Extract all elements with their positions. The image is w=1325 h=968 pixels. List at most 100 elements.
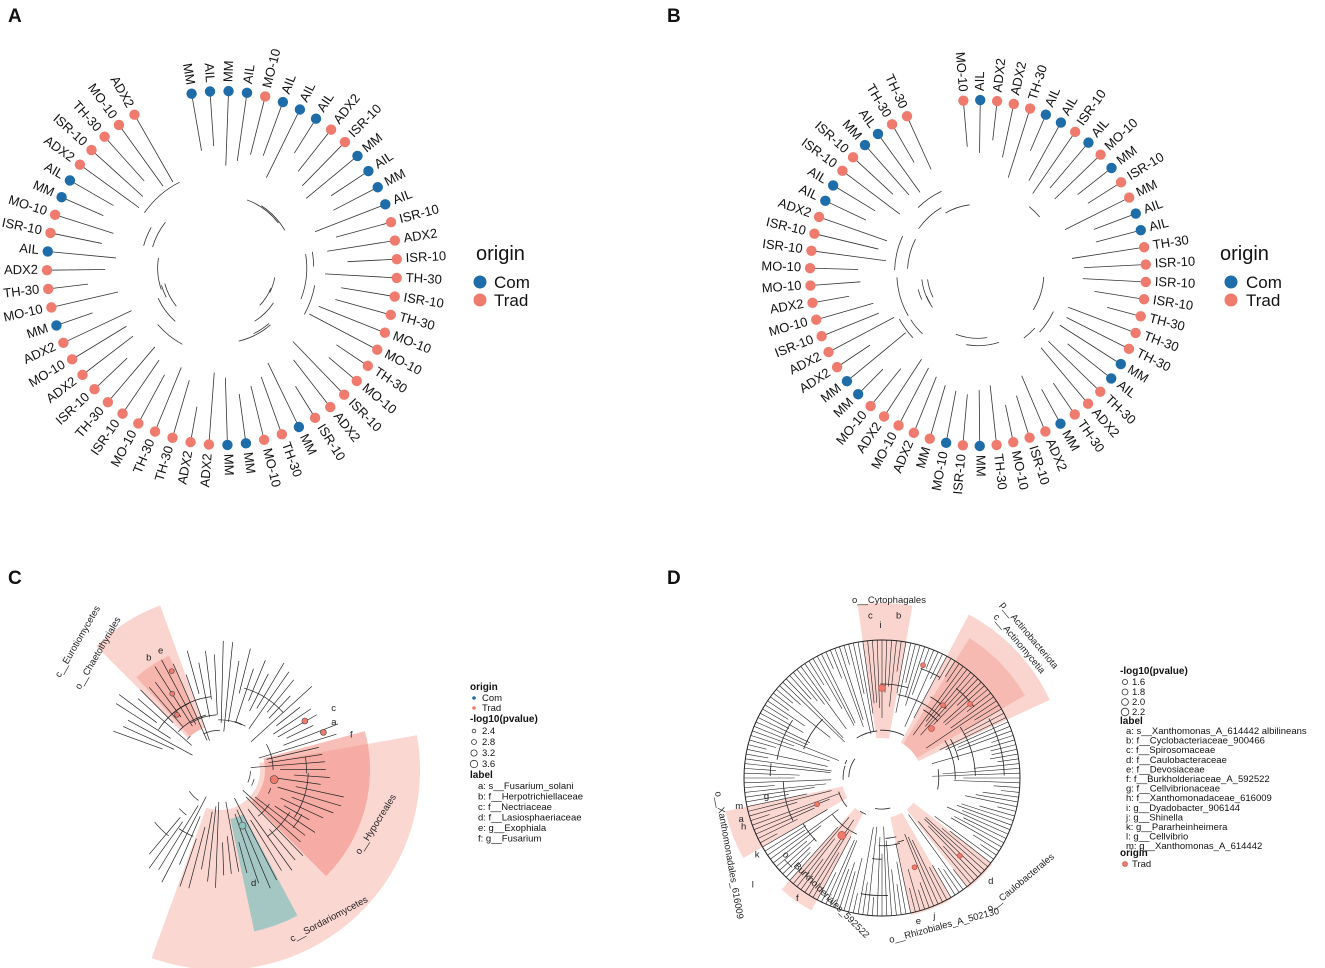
tree-arc xyxy=(161,285,167,298)
panel-letter-a: A xyxy=(8,6,22,27)
tip-label: AIL xyxy=(42,159,66,182)
legend-label-item: c: f__Spirosomaceae xyxy=(1126,745,1215,756)
legend-pvalue-dot xyxy=(469,759,479,769)
tree-branch xyxy=(223,642,233,732)
tree-branch xyxy=(226,836,232,874)
tree-branch xyxy=(234,797,277,881)
tree-branch xyxy=(963,817,1007,839)
tree-branch xyxy=(294,118,317,154)
tree-branch xyxy=(277,714,318,738)
tip-label: AIL xyxy=(278,72,299,96)
tree-branch xyxy=(909,887,916,912)
tree-branch xyxy=(744,763,831,773)
tree-branch xyxy=(286,725,314,739)
legend-pvalue-label: 2.2 xyxy=(1132,707,1145,718)
tree-branch xyxy=(107,346,156,403)
tip-label: AIL xyxy=(371,148,396,171)
tree-branch xyxy=(913,656,948,719)
tree-branch xyxy=(905,644,916,683)
legend-label-item: g: f__Cellvibrionaceae xyxy=(1126,784,1220,795)
tip-dot xyxy=(129,109,140,120)
tree-branch xyxy=(250,819,282,871)
tree-branch xyxy=(804,663,831,702)
tree-branch xyxy=(974,704,1000,721)
tree-branch xyxy=(134,114,174,183)
tree-branch xyxy=(266,109,301,178)
tree-branch xyxy=(745,787,815,798)
tree-branch xyxy=(1000,790,1020,793)
tree-branch xyxy=(785,678,844,738)
tip-dot xyxy=(258,434,270,445)
clade-node xyxy=(814,801,820,808)
tip-dot xyxy=(259,91,271,102)
tree-branch xyxy=(327,240,395,252)
clade-node xyxy=(940,702,946,709)
tree-branch xyxy=(816,302,874,321)
tip-dot xyxy=(958,95,969,106)
tree-branch xyxy=(800,666,847,730)
tip-label: MM xyxy=(913,445,934,470)
clade-node xyxy=(837,831,847,840)
tree-branch xyxy=(1095,229,1141,243)
tip-dot xyxy=(74,159,86,170)
tree-branch xyxy=(825,200,866,221)
tree-branch xyxy=(918,889,925,910)
tree-branch xyxy=(793,672,818,702)
tree-branch xyxy=(269,828,296,861)
tree-branch xyxy=(137,698,192,746)
tree-branch xyxy=(760,833,778,844)
tree-branch xyxy=(925,669,968,722)
legend-trad-label: Trad xyxy=(494,291,528,310)
tree-branch xyxy=(1059,324,1122,365)
tip-dot xyxy=(1095,149,1106,160)
tree-branch xyxy=(980,844,997,856)
tree-arc xyxy=(1039,311,1054,333)
tip-dot xyxy=(338,389,350,400)
tree-branch xyxy=(961,803,1014,821)
tree-branch xyxy=(755,807,815,835)
tree-arc xyxy=(253,323,270,335)
tip-label: ADX2 xyxy=(174,449,195,485)
tree-arc xyxy=(859,810,867,815)
tree-branch xyxy=(982,791,1019,798)
tip-label: MO-10 xyxy=(260,446,284,488)
tree-branch xyxy=(335,221,392,238)
tree-branch xyxy=(883,826,888,916)
clade-node xyxy=(920,662,926,669)
tree-branch xyxy=(122,726,175,750)
tip-dot xyxy=(991,439,1002,451)
tip-label: MO-10 xyxy=(761,278,802,296)
clade-highlight-chaetothyriales xyxy=(136,655,202,737)
tree-branch xyxy=(215,801,220,888)
tree-branch xyxy=(876,837,881,916)
tree-branch xyxy=(883,359,922,417)
tree-branch xyxy=(301,141,346,187)
tip-label: TH-30 xyxy=(152,444,177,483)
legend-origin-title: origin xyxy=(1120,848,1148,859)
tree-branch xyxy=(848,857,863,912)
clade-node xyxy=(956,852,963,859)
tree-branch xyxy=(864,144,910,196)
tip-dot xyxy=(46,302,57,313)
tip-dot xyxy=(64,175,76,186)
tree-branch xyxy=(118,124,164,187)
tree-branch xyxy=(757,717,810,744)
tip-dot xyxy=(823,346,834,358)
tree-branch xyxy=(997,758,1019,763)
tree-arc xyxy=(894,235,904,271)
tree-arc xyxy=(920,668,941,678)
tree-branch xyxy=(804,819,855,893)
tree-branch xyxy=(896,642,907,694)
tree-branch xyxy=(919,882,930,908)
tree-arc xyxy=(178,808,187,816)
tip-dot xyxy=(86,144,97,156)
tree-branch xyxy=(945,721,1009,750)
tree-branch xyxy=(770,809,839,860)
node-letter: m xyxy=(735,801,743,812)
tree-arc xyxy=(154,821,169,837)
tree-branch xyxy=(1077,167,1112,195)
tree-arc xyxy=(838,791,848,807)
tip-dot xyxy=(1140,276,1151,288)
tree-branch xyxy=(744,779,832,784)
